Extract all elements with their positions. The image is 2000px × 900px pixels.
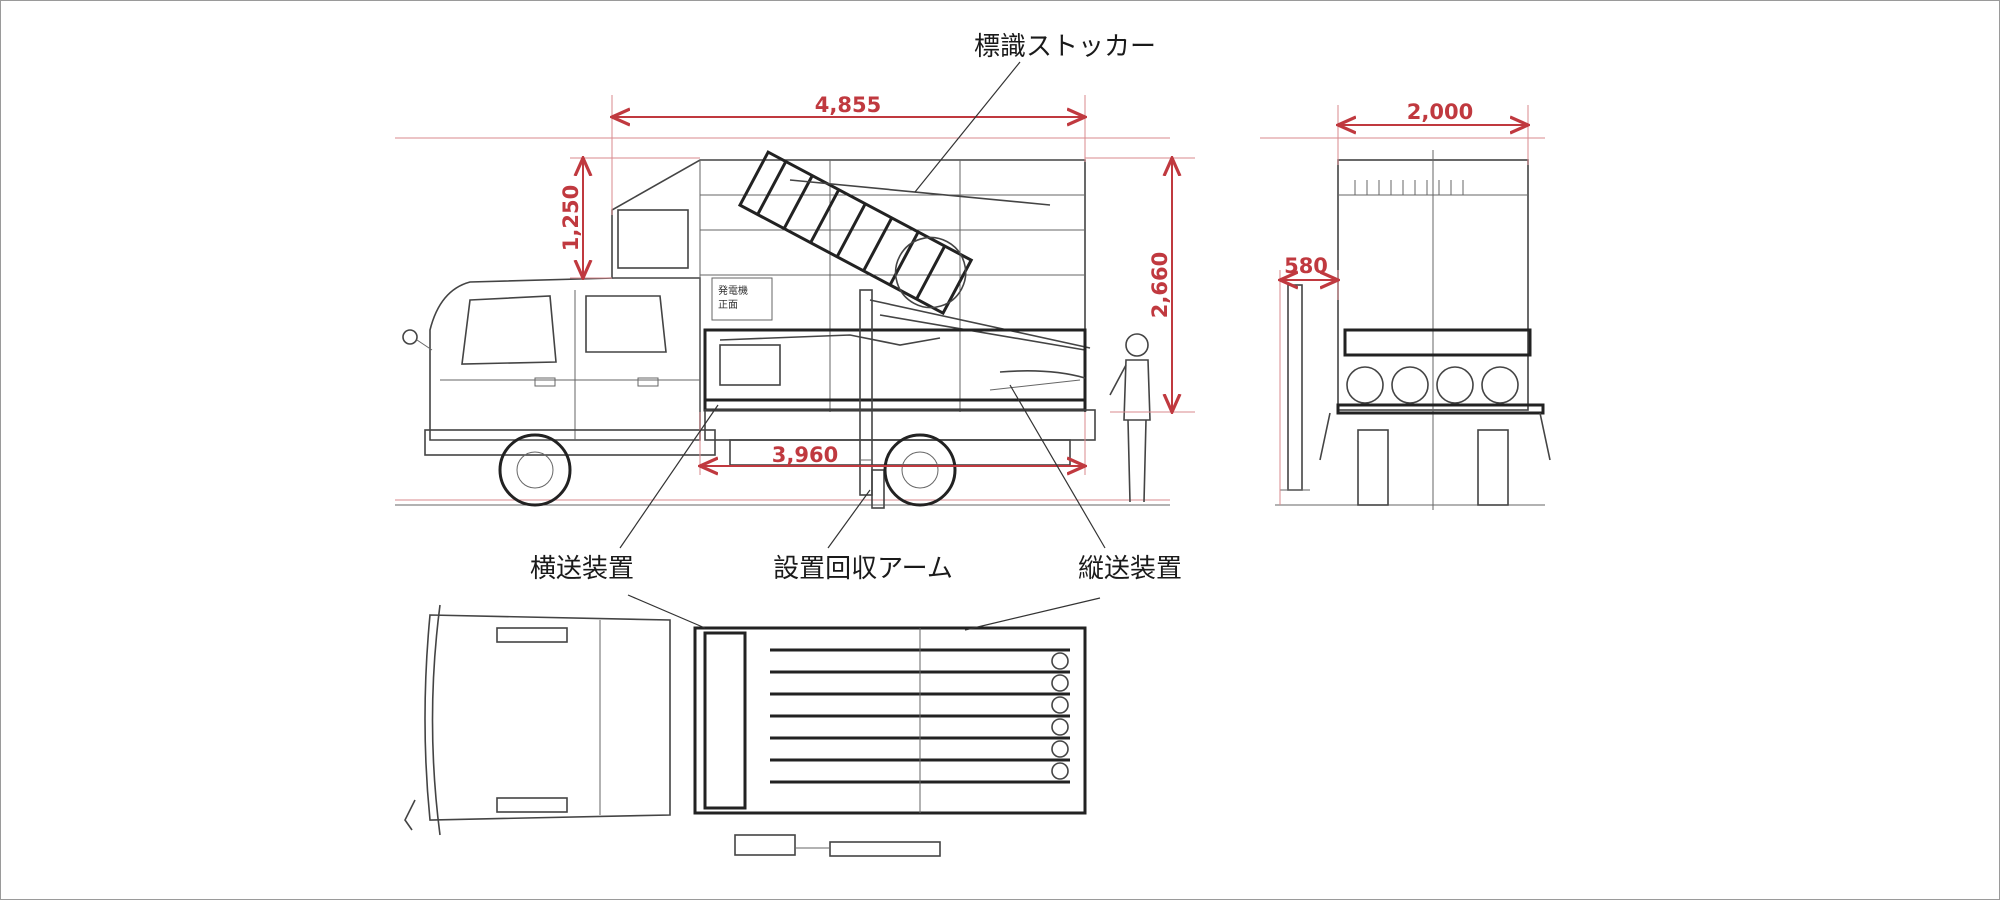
dim-body-length: 4,855	[815, 93, 881, 117]
dim-cabin-top-height: 1,250	[559, 185, 583, 251]
generator-label-1: 発電機	[718, 284, 748, 297]
callout-lateral-feed: 横送装置	[530, 554, 634, 584]
top-view	[404, 604, 1087, 857]
callout-sign-stocker: 標識ストッカー	[974, 32, 1156, 62]
callout-install-arm: 設置回収アーム	[773, 554, 953, 584]
rear-view: 2,000 580	[1260, 100, 1551, 510]
callout-longitudinal-feed: 縦送装置	[1078, 554, 1182, 584]
generator-label-2: 正面	[718, 300, 738, 311]
dim-box-height: 2,660	[1148, 252, 1172, 318]
sign-stocker-mechanism	[737, 150, 974, 316]
dim-arm-offset: 580	[1284, 254, 1328, 278]
dim-deck-length: 3,960	[772, 443, 838, 467]
dim-vehicle-width: 2,000	[1407, 100, 1473, 124]
side-view: 発電機 正面	[395, 93, 1195, 509]
